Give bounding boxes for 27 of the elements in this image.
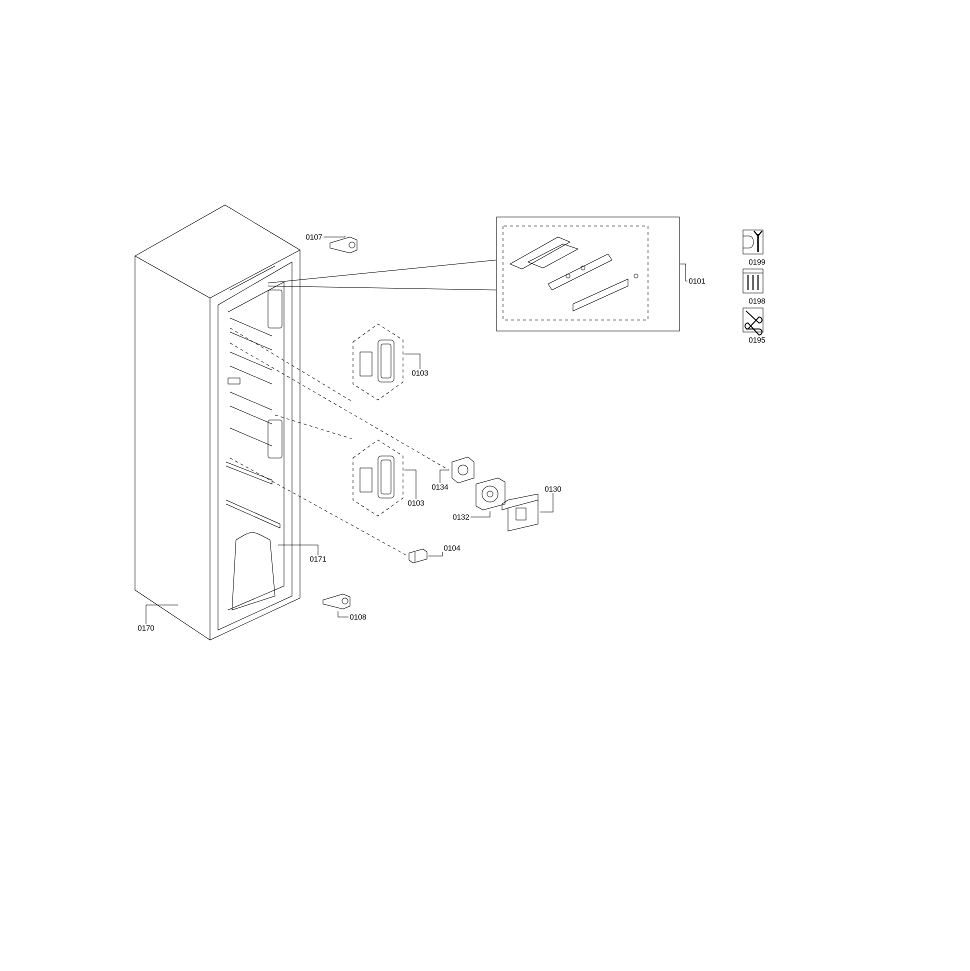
guide-line bbox=[230, 328, 352, 402]
leader-line bbox=[470, 511, 490, 518]
guide-line bbox=[268, 260, 496, 284]
fan-cover-drawing bbox=[452, 456, 474, 484]
guide-line bbox=[268, 286, 496, 290]
leader-line bbox=[146, 604, 178, 624]
leader-line bbox=[278, 544, 318, 556]
inset-box bbox=[496, 216, 680, 332]
leader-line bbox=[680, 264, 688, 282]
guide-line bbox=[230, 342, 449, 470]
leader-line bbox=[404, 354, 420, 370]
light-cover-drawing bbox=[352, 324, 404, 400]
fan-housing-drawing bbox=[502, 494, 538, 532]
guide-line bbox=[230, 458, 408, 556]
leader-line bbox=[428, 552, 443, 556]
leader-line bbox=[404, 470, 416, 500]
light-cover-drawing bbox=[352, 440, 404, 516]
clip-drawing bbox=[408, 548, 428, 564]
fan-drawing bbox=[476, 478, 506, 510]
hinge-drawing bbox=[322, 594, 350, 610]
leader-line bbox=[440, 470, 449, 484]
guide-line bbox=[274, 414, 352, 439]
leader-line bbox=[338, 611, 349, 618]
hinge-drawing bbox=[330, 236, 358, 254]
leader-line bbox=[323, 236, 346, 238]
leader-line bbox=[540, 492, 554, 512]
cabinet-drawing bbox=[134, 204, 300, 640]
